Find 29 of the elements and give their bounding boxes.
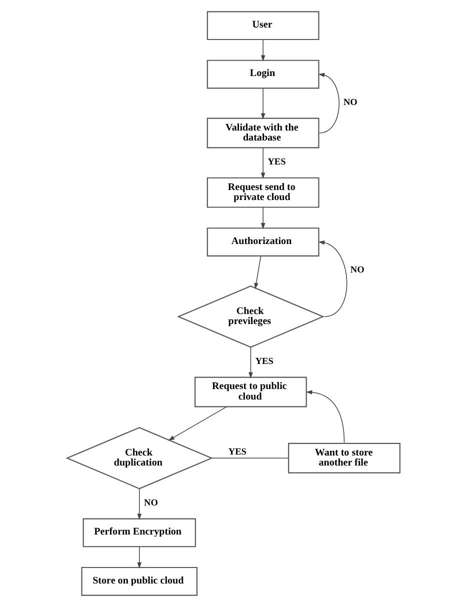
arrow: [260, 147, 266, 179]
node-box: Request to public cloud: [194, 376, 307, 408]
node-box: Validate with the database: [206, 118, 320, 148]
arrow: [260, 207, 266, 230]
node-diamond: Check duplication: [66, 427, 214, 490]
node-box: Request send to private cloud: [206, 177, 320, 208]
node-box: Store on public cloud: [81, 566, 198, 596]
node-box: Perform Encryption: [82, 518, 196, 548]
node-box: Login: [206, 60, 320, 89]
arrow: [318, 240, 348, 318]
edge-label: NO: [343, 98, 358, 108]
arrow: [137, 488, 142, 520]
edge-label: YES: [228, 448, 246, 458]
edge-label: YES: [255, 356, 274, 367]
arrow: [168, 406, 227, 441]
node-box: Want to store another file: [288, 442, 400, 474]
arrow: [137, 546, 142, 569]
arrow: [306, 390, 345, 444]
arrow: [248, 346, 253, 378]
arrow: [254, 256, 262, 290]
edge-label: NO: [350, 266, 364, 276]
node-box: User: [206, 11, 320, 40]
node-diamond: Check previleges: [177, 286, 324, 348]
edge-label: YES: [268, 157, 286, 168]
edge-label: NO: [144, 498, 158, 508]
arrow: [260, 39, 266, 62]
arrow: [318, 72, 340, 134]
arrow: [260, 88, 266, 120]
node-box: Authorization: [206, 228, 320, 256]
